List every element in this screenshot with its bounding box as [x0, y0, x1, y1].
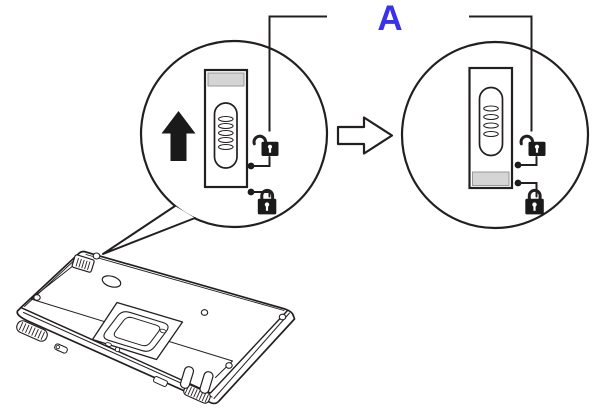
laptop-illustration [16, 250, 296, 405]
front-latch-small [54, 343, 68, 354]
laptop-center-hatch [91, 301, 184, 361]
switch-thumb [478, 86, 504, 157]
unlock-icon [519, 134, 546, 156]
connector-line [517, 156, 538, 166]
vent-oval [101, 275, 122, 288]
magnifier-left [102, 15, 329, 255]
slider-switch-right [468, 66, 514, 190]
connector-line [250, 156, 271, 167]
unlock-icon [252, 134, 279, 156]
battery-latch-left [16, 320, 48, 342]
switch-gray-band-top [207, 72, 245, 87]
callout-line-right [469, 15, 533, 132]
switch-gray-band-bottom [472, 171, 510, 186]
connector-line [517, 182, 538, 198]
connector-line [250, 191, 271, 198]
magnifier-right [400, 15, 590, 230]
front-port [153, 376, 168, 387]
lock-icon [257, 188, 277, 215]
battery-lock-switch-location [71, 254, 95, 273]
lock-icon [525, 188, 544, 215]
right-block-arrow-icon [336, 116, 394, 155]
callout-label-a: A [377, 0, 403, 38]
battery-latch-right [179, 366, 214, 404]
slider-switch-left [203, 68, 249, 189]
callout-line-left [268, 15, 327, 132]
magnifier-pointer-wedge [102, 205, 196, 255]
screw-holes [33, 294, 287, 369]
up-arrow-icon [161, 111, 196, 161]
